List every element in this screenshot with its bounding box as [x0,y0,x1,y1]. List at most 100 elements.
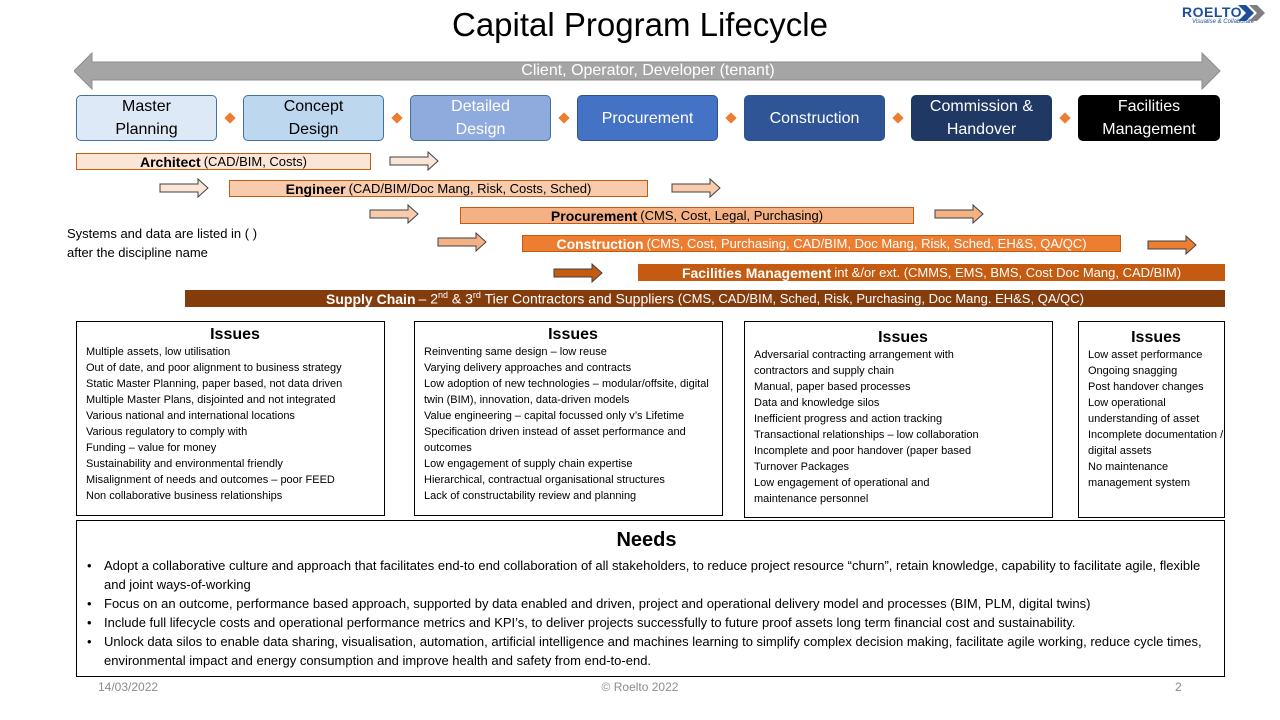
stakeholder-label: Client, Operator, Developer (tenant) [521,62,775,79]
supply-chain-tiers: – 2nd & 3rd Tier Contractors and Supplie… [419,290,674,307]
issue-item: Reinventing same design – low reuse [424,346,607,358]
discipline-systems: (CMS, Cost, Legal, Purchasing) [640,208,824,223]
handover-arrow [934,203,984,225]
needs-box: Needs Adopt a collaborative culture and … [76,520,1225,677]
discipline-engineer: Engineer(CAD/BIM/Doc Mang, Risk, Costs, … [229,180,648,197]
issue-item: Incomplete and poor handover (paper base… [754,445,972,473]
issue-item: Value engineering – capital focussed onl… [424,410,685,422]
issue-item: Out of date, and poor alignment to busin… [86,362,342,374]
issue-item: Transactional relationships – low collab… [754,429,979,441]
need-item: Include full lifecycle costs and operati… [87,613,1216,632]
logo-name: ROELTO [1182,4,1243,20]
issue-item: Misalignment of needs and outcomes – poo… [86,474,335,486]
tier-2-suffix: nd [437,290,448,301]
phase-label: Concept Design [283,98,344,138]
issue-item: Various national and international locat… [86,410,295,422]
handover-arrow [437,231,487,253]
issue-item: Multiple Master Plans, disjointed and no… [86,394,336,406]
tier-3-suffix: rd [472,290,481,301]
phase-master-planning: Master Planning [76,95,217,141]
issues-list: Adversarial contracting arrangement with… [754,347,994,507]
issue-item: Funding – value for money [86,442,217,454]
handover-arrow [389,150,439,172]
phase-procurement: Procurement [577,95,718,141]
discipline-systems: (CAD/BIM/Doc Mang, Risk, Costs, Sched) [348,181,592,196]
issue-item: Adversarial contracting arrangement with… [754,349,954,377]
phase-label: Facilities Management [1102,98,1196,138]
handover-arrow [159,177,209,199]
phase-commission-handover: Commission & Handover [911,95,1052,141]
handover-arrows [159,150,1197,284]
needs-list: Adopt a collaborative culture and approa… [77,556,1216,670]
issues-heading: Issues [878,329,928,346]
issue-item: Various regulatory to comply with [86,426,248,438]
discipline-procurement: Procurement(CMS, Cost, Legal, Purchasing… [460,207,914,224]
issues-box-design: Issues Reinventing same design – low reu… [414,321,723,516]
logo-tagline: Visualise & Collaborate [1192,19,1254,25]
phase-label: Master Planning [115,98,178,138]
discipline-systems: (CAD/BIM, Costs) [203,154,307,169]
discipline-systems: (CMS, CAD/BIM, Sched, Risk, Purchasing, … [677,291,1084,306]
discipline-systems: (CMS, Cost, Purchasing, CAD/BIM, Doc Man… [646,236,1087,251]
discipline-supply-chain: Supply Chain – 2nd & 3rd Tier Contractor… [185,290,1225,307]
issue-item: Static Master Planning, paper based, not… [86,378,343,390]
discipline-architect: Architect(CAD/BIM, Costs) [76,153,371,170]
chevron-right-icon [1238,5,1265,21]
issues-heading: Issues [1131,329,1181,346]
discipline-name: Architect [140,153,201,170]
issue-item: Manual, paper based processes [754,381,911,393]
issue-item: No maintenance management system [1088,461,1191,489]
discipline-systems: int &/or ext. (CMMS, EMS, BMS, Cost Doc … [834,265,1182,280]
discipline-construction: Construction(CMS, Cost, Purchasing, CAD/… [522,235,1121,252]
discipline-name: Engineer [285,180,346,197]
need-item: Unlock data silos to enable data sharing… [87,632,1216,670]
phase-label: Commission & Handover [929,98,1034,138]
discipline-name: Supply Chain [326,290,416,307]
phase-construction: Construction [744,95,885,141]
issue-item: Multiple assets, low utilisation [86,346,231,358]
phase-concept-design: Concept Design [243,95,384,141]
issue-item: Low engagement of operational and mainte… [754,477,930,505]
issue-item: Low asset performance [1088,349,1203,361]
tier-2: 2 [430,290,438,307]
systems-note: Systems and data are listed in ( ) after… [67,226,258,260]
needs-heading: Needs [616,529,677,551]
issue-item: Post handover changes [1088,381,1204,393]
tier-text: Tier Contractors and Suppliers [484,290,674,307]
issue-item: Specification driven instead of asset pe… [424,426,686,454]
discipline-name: Construction [556,235,644,252]
tier-3: 3 [465,290,473,307]
issue-item: Lack of constructability review and plan… [424,490,637,502]
issue-item: Low adoption of new technologies – modul… [424,378,709,406]
issues-heading: Issues [548,326,598,343]
tier-dash: – [418,290,427,307]
issue-item: Incomplete documentation / digital asset… [1088,429,1224,457]
phase-facilities-management: Facilities Management [1078,95,1220,141]
handover-arrow [553,262,603,284]
discipline-name: Procurement [550,207,638,224]
need-item: Adopt a collaborative culture and approa… [87,556,1216,594]
issue-item: Non collaborative business relationships [86,490,283,502]
tier-amp: & [451,290,462,307]
issue-item: Low operational understanding of asset [1088,397,1200,425]
footer-copyright: © Roelto 2022 [601,680,679,694]
issue-item: Data and knowledge silos [754,397,880,409]
issue-item: Varying delivery approaches and contract… [424,362,632,374]
roelto-logo: ROELTO Visualise & Collaborate [1182,4,1272,28]
issue-item: Hierarchical, contractual organisational… [424,474,665,486]
issue-item: Low engagement of supply chain expertise [424,458,633,470]
issues-box-procurement-construction: Issues Adversarial contracting arrangeme… [744,321,1053,518]
slide-title: Capital Program Lifecycle [452,6,828,43]
handover-arrow [671,177,721,199]
discipline-name: Facilities Management [681,264,832,281]
issue-item: Ongoing snagging [1088,365,1178,377]
issue-item: Sustainability and environmental friendl… [86,458,283,470]
issue-item: Inefficient progress and action tracking [754,413,943,425]
phase-detailed-design: Detailed Design [410,95,551,141]
